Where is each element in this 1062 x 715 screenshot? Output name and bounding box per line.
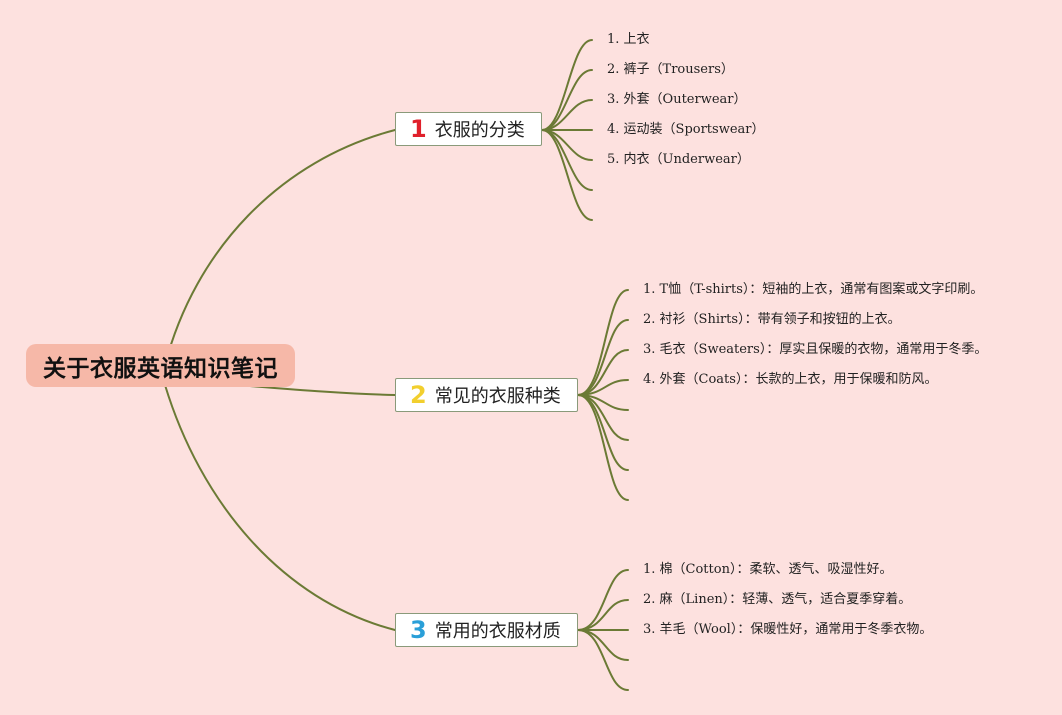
number-badge-1: 1 xyxy=(410,115,427,143)
leaf-item-1-5[interactable]: 5. 内衣（Underwear） xyxy=(607,152,750,167)
branch-title-3: 常用的衣服材质 xyxy=(434,621,561,642)
branch-node-1[interactable]: 1 衣服的分类 xyxy=(395,112,542,146)
connector-central-branch-3 xyxy=(164,384,396,631)
leaf-item-3-2[interactable]: 2. 麻（Linen）：轻薄、透气，适合夏季穿着。 xyxy=(643,592,912,607)
leaf-item-3-3[interactable]: 3. 羊毛（Wool）：保暖性好，通常用于冬季衣物。 xyxy=(643,622,933,637)
branch-title-1: 衣服的分类 xyxy=(434,120,525,141)
leaf-item-2-3[interactable]: 3. 毛衣（Sweaters）：厚实且保暖的衣物，通常用于冬季。 xyxy=(643,342,988,357)
leaf-item-2-4[interactable]: 4. 外套（Coats）：长款的上衣，用于保暖和防风。 xyxy=(643,372,938,387)
leaf-item-1-4[interactable]: 4. 运动装（Sportswear） xyxy=(607,122,765,137)
connector-fan-branch-3 xyxy=(577,569,629,691)
leaf-item-1-1[interactable]: 1. 上衣 xyxy=(607,32,650,47)
leaf-item-1-2[interactable]: 2. 裤子（Trousers） xyxy=(607,62,734,77)
connector-central-branch-1 xyxy=(164,129,396,366)
central-topic-label: 关于衣服英语知识笔记 xyxy=(43,355,278,382)
branch-title-2: 常见的衣服种类 xyxy=(434,386,561,407)
connector-fan-branch-2 xyxy=(577,289,629,501)
central-topic[interactable]: 关于衣服英语知识笔记 xyxy=(26,344,295,387)
leaf-item-3-1[interactable]: 1. 棉（Cotton）：柔软、透气、吸湿性好。 xyxy=(643,562,893,577)
number-badge-3: 3 xyxy=(410,616,427,644)
connector-central-branch-2 xyxy=(249,385,396,396)
branch-node-2[interactable]: 2 常见的衣服种类 xyxy=(395,378,578,412)
leaf-item-2-2[interactable]: 2. 衬衫（Shirts）：带有领子和按钮的上衣。 xyxy=(643,312,901,327)
number-badge-2: 2 xyxy=(410,381,427,409)
leaf-item-1-3[interactable]: 3. 外套（Outerwear） xyxy=(607,92,747,107)
branch-node-3[interactable]: 3 常用的衣服材质 xyxy=(395,613,578,647)
leaf-item-2-1[interactable]: 1. T恤（T-shirts）：短袖的上衣，通常有图案或文字印刷。 xyxy=(643,282,984,297)
connector-fan-branch-1 xyxy=(541,39,593,221)
